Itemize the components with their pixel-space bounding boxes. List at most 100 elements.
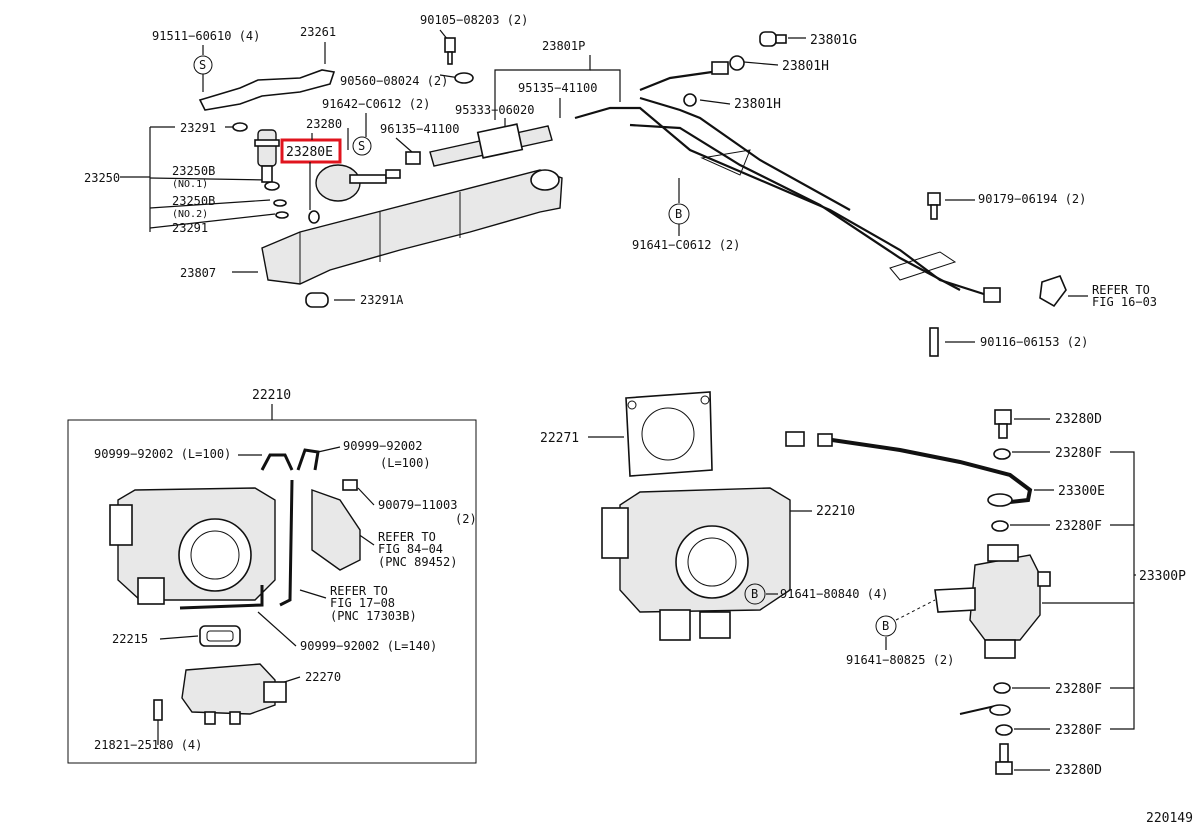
label-90105[interactable]: 90105−08203 (2) xyxy=(420,13,528,27)
part-23280-regulator[interactable] xyxy=(315,164,401,202)
label-95135[interactable]: 95135−41100 xyxy=(518,81,597,95)
part-90116-stud[interactable] xyxy=(929,327,939,357)
part-22210-throttle-body-left[interactable] xyxy=(109,487,276,605)
label-23801H-a[interactable]: 23801H xyxy=(782,59,829,74)
label-91641-80840[interactable]: 91641−80840 (4) xyxy=(780,587,888,601)
label-90999-b-len: (L=100) xyxy=(380,456,431,470)
part-23261-bracket[interactable] xyxy=(198,69,336,111)
part-refer-84-sensor[interactable] xyxy=(311,489,361,571)
label-22210-box[interactable]: 22210 xyxy=(252,388,291,403)
part-23280F-washer-c[interactable] xyxy=(993,682,1011,694)
refer-16-line2[interactable]: FIG 16−03 xyxy=(1092,295,1157,309)
label-23291-a[interactable]: 23291 xyxy=(180,121,216,135)
label-23801G[interactable]: 23801G xyxy=(810,33,857,48)
part-90105-bolt[interactable] xyxy=(444,37,456,65)
part-23280D-bolt-top[interactable] xyxy=(994,409,1012,439)
label-90079[interactable]: 90079−11003 xyxy=(378,498,457,512)
label-23801H-b[interactable]: 23801H xyxy=(734,97,781,112)
label-23291A[interactable]: 23291A xyxy=(360,293,404,307)
part-23280D-bolt-bottom[interactable] xyxy=(995,743,1013,775)
part-23291A-cap[interactable] xyxy=(305,292,329,308)
label-91641-C0612[interactable]: 91641−C0612 (2) xyxy=(632,238,740,252)
label-23807[interactable]: 23807 xyxy=(180,266,216,280)
part-23291-oring-bottom[interactable] xyxy=(275,211,289,219)
label-23300P[interactable]: 23300P xyxy=(1139,569,1186,584)
label-90999-c[interactable]: 90999−92002 (L=140) xyxy=(300,639,437,653)
label-23280[interactable]: 23280 xyxy=(306,117,342,131)
b-symbol-1: B xyxy=(668,203,690,225)
part-23250B-2[interactable] xyxy=(273,199,287,207)
part-23801H-washer[interactable] xyxy=(683,93,697,107)
svg-text:S: S xyxy=(358,139,365,153)
label-23280D-a[interactable]: 23280D xyxy=(1055,412,1102,427)
refer-17-line3: (PNC 17303B) xyxy=(330,609,417,623)
part-refer-16-clip[interactable] xyxy=(1039,275,1067,308)
part-23801G-bolt[interactable] xyxy=(759,31,787,47)
label-23280D-b[interactable]: 23280D xyxy=(1055,763,1102,778)
label-91641-80825[interactable]: 91641−80825 (2) xyxy=(846,653,954,667)
label-90560[interactable]: 90560−08024 (2) xyxy=(340,74,448,88)
part-23801P-fuel-pipe[interactable] xyxy=(574,70,991,298)
part-23291-oring-top[interactable] xyxy=(232,122,248,132)
label-23280F-a[interactable]: 23280F xyxy=(1055,446,1102,461)
label-23261[interactable]: 23261 xyxy=(300,25,336,39)
label-23280F-d[interactable]: 23280F xyxy=(1055,723,1102,738)
label-90116[interactable]: 90116−06153 (2) xyxy=(980,335,1088,349)
label-23280F-b[interactable]: 23280F xyxy=(1055,519,1102,534)
refer-17-line1[interactable]: REFER TO xyxy=(330,584,388,598)
part-90999-hose-a[interactable] xyxy=(260,453,294,471)
part-23280F-washer-b[interactable] xyxy=(991,520,1009,532)
label-22215[interactable]: 22215 xyxy=(112,632,148,646)
part-23280F-washer-a[interactable] xyxy=(993,448,1011,460)
refer-84-line2[interactable]: FIG 84−04 xyxy=(378,542,443,556)
label-23250[interactable]: 23250 xyxy=(84,171,120,185)
svg-text:B: B xyxy=(882,619,889,633)
label-91511[interactable]: 91511−60610 (4) xyxy=(152,29,260,43)
part-95333-hose[interactable] xyxy=(429,123,553,167)
label-21821[interactable]: 21821−25180 (4) xyxy=(94,738,202,752)
part-23807-delivery-pipe[interactable] xyxy=(261,169,563,285)
label-96135[interactable]: 96135−41100 xyxy=(380,122,459,136)
part-22270-isc-valve[interactable] xyxy=(181,663,287,725)
part-23801H-fitting[interactable] xyxy=(711,55,745,75)
refer-84-line1[interactable]: REFER TO xyxy=(378,530,436,544)
part-22215-gasket[interactable] xyxy=(199,625,241,647)
label-23250B-1-no: (NO.1) xyxy=(172,179,208,190)
part-23280F-washer-d[interactable] xyxy=(995,724,1013,736)
part-23250B-1[interactable] xyxy=(264,181,280,191)
svg-text:B: B xyxy=(675,207,682,221)
part-22210-throttle-body-right[interactable] xyxy=(601,487,791,641)
label-23300E[interactable]: 23300E xyxy=(1058,484,1105,499)
label-22271[interactable]: 22271 xyxy=(540,431,579,446)
label-90999-a[interactable]: 90999−92002 (L=100) xyxy=(94,447,231,461)
figure-id: 220149 xyxy=(1146,811,1193,826)
label-22270[interactable]: 22270 xyxy=(305,670,341,684)
refer-17-line2[interactable]: FIG 17−08 xyxy=(330,596,395,610)
label-23250B-1[interactable]: 23250B xyxy=(172,164,215,178)
label-23280F-c[interactable]: 23280F xyxy=(1055,682,1102,697)
part-21821-screw[interactable] xyxy=(153,699,163,721)
part-23280-oring[interactable] xyxy=(308,210,320,224)
s-symbol-1: S xyxy=(193,55,213,75)
part-90560-washer[interactable] xyxy=(454,72,474,84)
part-96135-clip[interactable] xyxy=(405,151,421,165)
label-23250B-2-no: (NO.2) xyxy=(172,209,208,220)
part-23300P-regulator-assy[interactable] xyxy=(934,544,1051,659)
refer-16-line1[interactable]: REFER TO xyxy=(1092,283,1150,297)
label-22210-right[interactable]: 22210 xyxy=(816,504,855,519)
label-23280E[interactable]: 23280E xyxy=(286,145,333,160)
part-90999-hose-b[interactable] xyxy=(296,448,320,471)
part-90179-bolt[interactable] xyxy=(927,192,941,220)
part-23250-injector[interactable] xyxy=(254,129,280,183)
part-90079-bolt[interactable] xyxy=(342,479,358,491)
part-22271-gasket[interactable] xyxy=(625,391,713,477)
label-90999-b[interactable]: 90999−92002 xyxy=(343,439,422,453)
label-23801P[interactable]: 23801P xyxy=(542,39,585,53)
refer-84-line3: (PNC 89452) xyxy=(378,555,457,569)
part-23300E-hose[interactable] xyxy=(785,431,1033,507)
part-fuel-line-end[interactable] xyxy=(959,704,1011,716)
label-91642[interactable]: 91642−C0612 (2) xyxy=(322,97,430,111)
part-fitting-end[interactable] xyxy=(983,287,1001,303)
label-90179[interactable]: 90179−06194 (2) xyxy=(978,192,1086,206)
part-90999-hose-c[interactable] xyxy=(179,479,294,610)
